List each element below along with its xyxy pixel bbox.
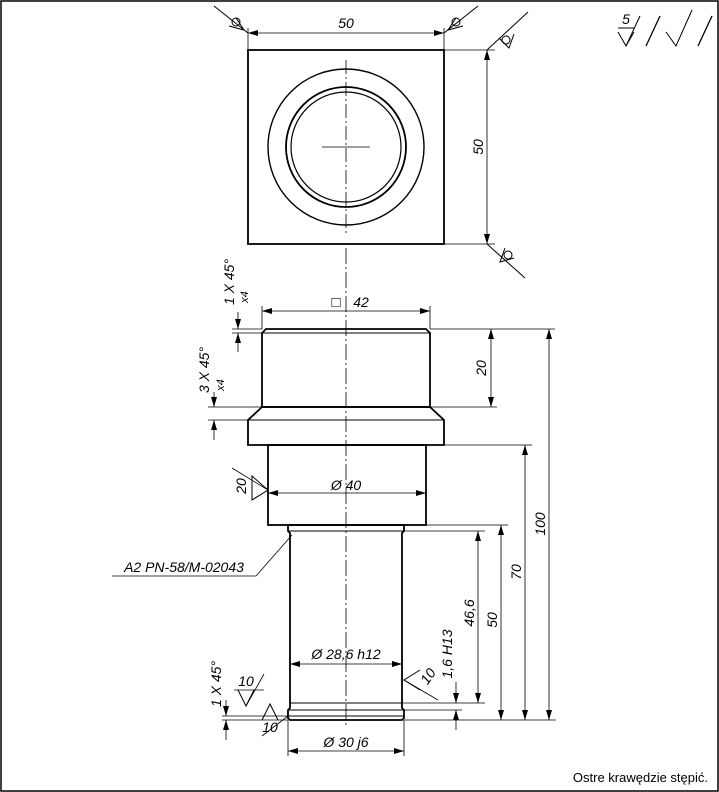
roughness-bottom-symbol-1: 10 — [234, 673, 265, 708]
chamfer-flange-count: x4 — [215, 379, 227, 392]
roughness-groove-label: 10 — [417, 665, 439, 687]
top-view: 50 50 — [213, 5, 529, 279]
total-length-label: 100 — [532, 512, 548, 536]
surface-symbol-topleft — [213, 5, 249, 34]
roughness-bottom-2-label: 10 — [262, 719, 278, 735]
roughness-collar-label: 20 — [233, 478, 249, 495]
drawing-note: Ostre krawędzie stępić. — [573, 770, 708, 785]
chamfer-bottom-label: 1 X 45° — [208, 661, 224, 707]
length-50-label: 50 — [484, 612, 500, 628]
roughness-collar-symbol: 20 — [231, 467, 269, 501]
surface-symbol-topright-b — [486, 11, 529, 51]
chamfer-top-label: 1 X 45° — [221, 259, 237, 305]
dim-height-label: 50 — [470, 139, 486, 155]
roughness-bottom-symbol-2: 10 — [261, 702, 289, 737]
side-view: □ 42 1 X 45° x4 20 3 X 45° x4 20 Ø 40 — [112, 248, 556, 756]
chamfer-top-count: x4 — [239, 291, 251, 304]
square-dim-label: 42 — [353, 294, 369, 310]
length-46-label: 46,6 — [461, 599, 477, 626]
groove-width-label: 1,6 H13 — [439, 629, 455, 678]
square-symbol: □ — [331, 294, 340, 311]
general-surface-finish: 5 — [617, 9, 713, 48]
diameter-shaft-label: Ø 30 j6 — [322, 734, 368, 750]
diameter-groove-label: Ø 28,6 h12 — [310, 646, 380, 662]
finish-value: 5 — [622, 11, 630, 27]
surface-symbol-bottomright — [486, 243, 526, 279]
diameter-collar-label: Ø 40 — [330, 477, 362, 493]
roughness-groove-symbol: 10 — [403, 665, 439, 701]
length-70-label: 70 — [508, 564, 524, 580]
dim-width-label: 50 — [338, 15, 354, 31]
thread-spec-label: A2 PN-58/M-02043 — [123, 559, 244, 575]
surface-symbol-topright-a — [443, 5, 479, 34]
roughness-bottom-1-label: 10 — [238, 673, 254, 689]
chamfer-flange-label: 3 X 45° — [196, 347, 212, 393]
top-view-square — [247, 49, 445, 245]
height-upper-label: 20 — [473, 360, 489, 377]
shaft — [287, 524, 405, 721]
